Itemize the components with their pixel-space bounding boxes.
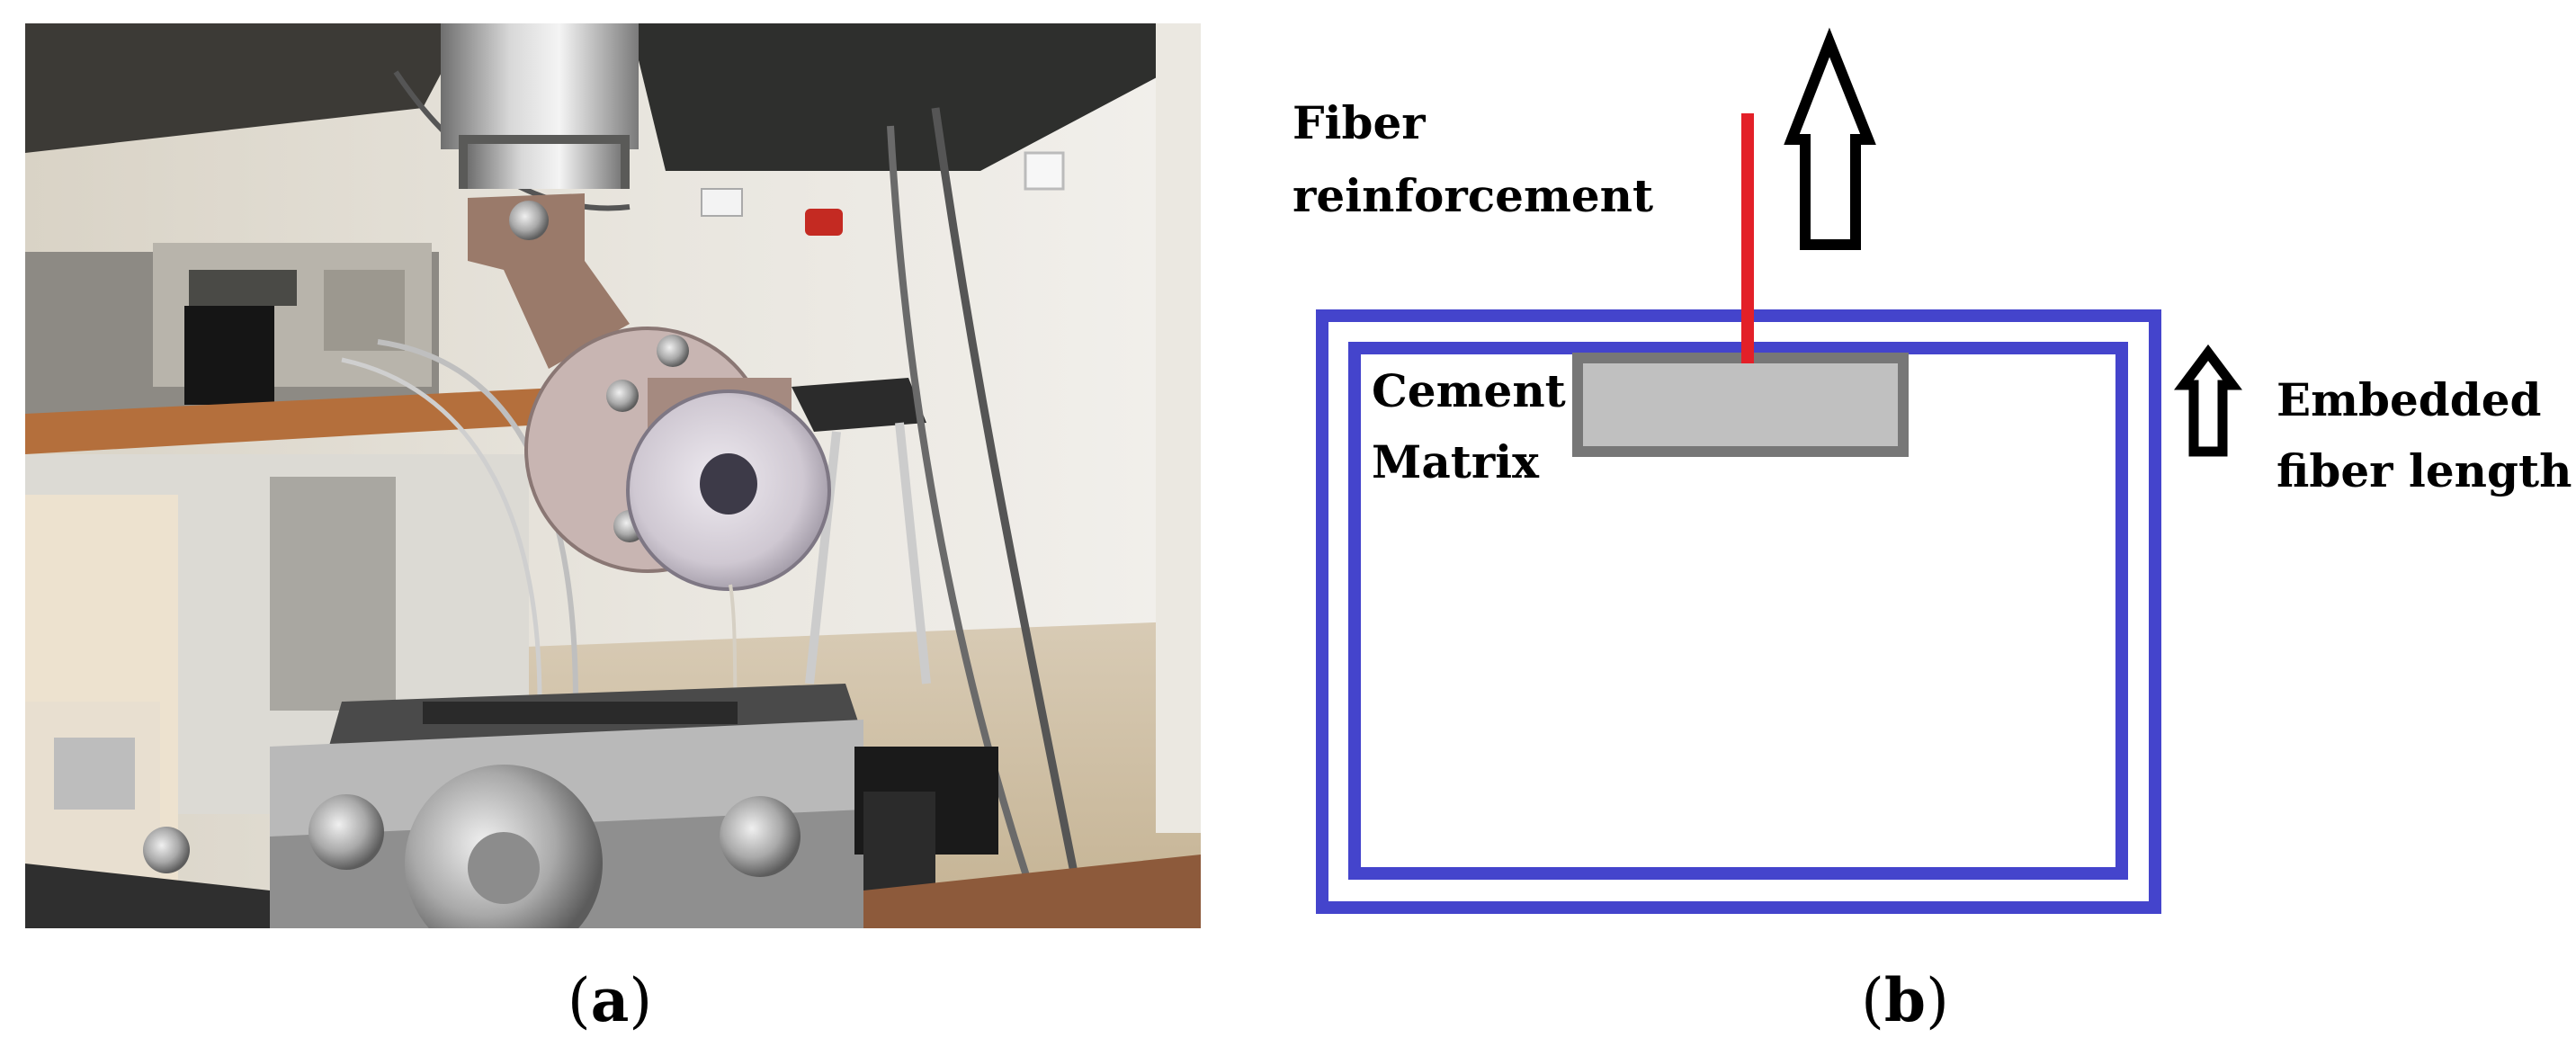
photo-alarm <box>805 209 843 236</box>
photo-machine-frame <box>630 23 1201 171</box>
photo-ceiling <box>25 23 468 153</box>
matrix-label: Cement Matrix <box>1372 364 1581 488</box>
photo-grip-bolt <box>657 335 689 367</box>
panel-b-diagram: Fiber reinforcement Cement Matrix Embedd… <box>1292 27 2572 914</box>
photo-left-device <box>54 738 135 810</box>
photo-lower-wheel-hub <box>468 832 540 904</box>
photo-cable <box>931 107 1084 900</box>
photo-instrument-display <box>189 270 297 306</box>
panel-b-label: (b) <box>1861 965 1949 1035</box>
photo-grip-bolt <box>606 380 639 412</box>
photo-black-base <box>863 792 935 890</box>
photo-wall-socket <box>1024 151 1065 191</box>
photo-load-cell <box>441 23 639 149</box>
embedded-label: Embedded fiber length <box>2276 373 2572 497</box>
mold-inner-outline <box>1348 342 2128 880</box>
photo-chair-legs <box>805 422 931 685</box>
photo-specimen-center <box>700 453 757 515</box>
embedded-fiber-block <box>1572 353 1909 457</box>
photo-copper-strip <box>863 855 1201 928</box>
photo-instrument-knobs <box>324 270 405 351</box>
photo-outlet <box>701 188 743 217</box>
photo-cable <box>377 339 578 703</box>
panel-a-label: (a) <box>568 965 652 1035</box>
photo-lower-bolt <box>720 796 801 877</box>
photo-bracket-bolt <box>509 201 549 240</box>
photo-chair <box>792 378 926 432</box>
photo-left-bolt <box>143 827 190 873</box>
photo-load-cell-collar <box>468 144 621 189</box>
photo-cable <box>887 125 1047 928</box>
mold-outer-outline <box>1316 309 2161 914</box>
fiber-label: Fiber reinforcement <box>1292 96 1653 222</box>
embedded-length-arrow <box>2174 344 2242 457</box>
pullout-arrow <box>1784 27 1876 250</box>
photo-black-device <box>184 306 274 405</box>
photo-lower-grip-strip <box>423 702 738 724</box>
photo-wall-trim <box>1156 23 1201 833</box>
photo-lower-bolt <box>309 794 384 870</box>
panel-a-photo <box>25 23 1201 928</box>
photo-cabinet-door <box>270 477 396 711</box>
photo-foreground <box>25 864 270 928</box>
photo-grip-bracket <box>468 193 630 369</box>
photo-cable <box>341 357 542 703</box>
